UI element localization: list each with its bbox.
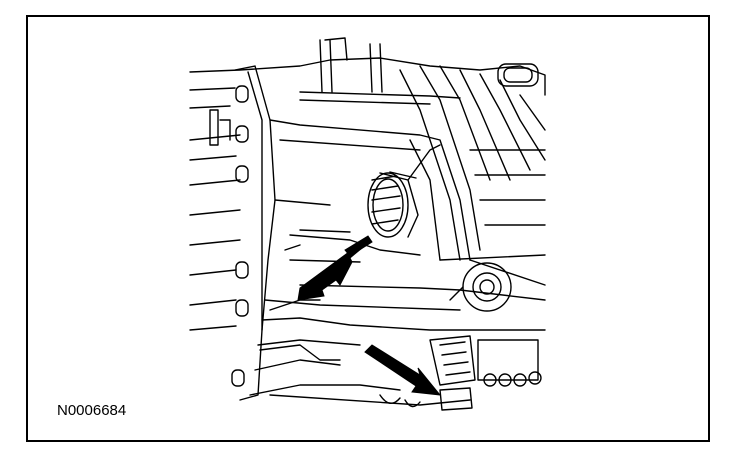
bell-housing-flange	[189, 65, 276, 401]
seal-arrow-shaft	[344, 235, 373, 257]
lower-bracket	[379, 335, 542, 411]
seal-ring	[367, 144, 441, 238]
mount-boss	[449, 262, 512, 312]
main-case	[249, 119, 546, 406]
upper-housing	[189, 37, 546, 109]
ribbed-section	[399, 65, 546, 261]
figure-id: N0006684	[57, 402, 127, 419]
figure-frame	[26, 15, 710, 442]
lower-arrow	[364, 344, 442, 396]
